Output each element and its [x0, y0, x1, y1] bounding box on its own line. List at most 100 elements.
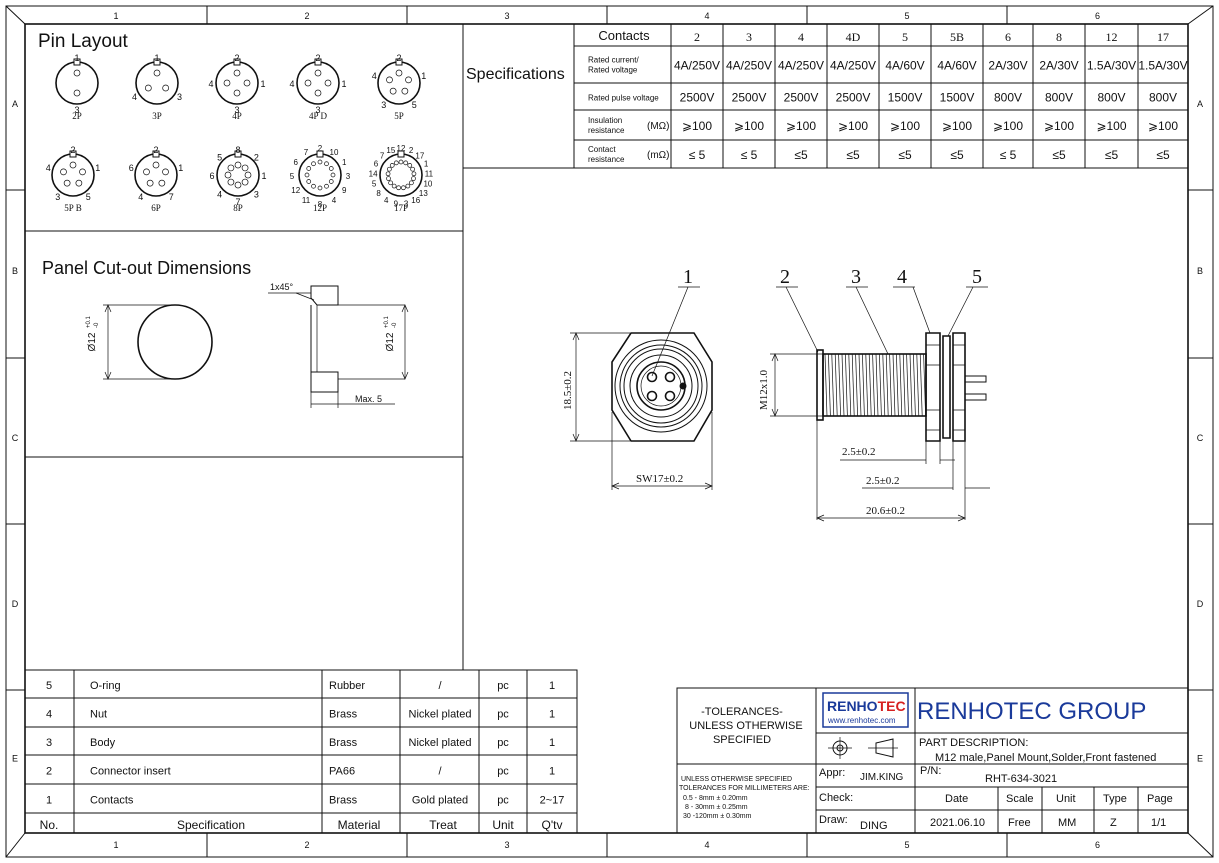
callout-3: 3 [851, 266, 861, 288]
approved-label: Appr: [819, 767, 845, 779]
tol-range-3: 30 -120mm ± 0.30mm [683, 813, 752, 820]
panel-section-view: 1x45° Max. 5 Ø12 +0.1 -0 [268, 282, 409, 408]
callout-5: 5 [972, 266, 982, 288]
pin-number: 1 [421, 71, 426, 81]
pin-layout-label: 12P [313, 203, 327, 213]
row-letter-left: E [12, 754, 18, 764]
pin-number: 10 [330, 148, 339, 157]
max-thickness-label: Max. 5 [355, 394, 382, 404]
svg-text:Unit: Unit [1056, 793, 1076, 805]
column-number-bottom: 6 [1095, 840, 1100, 850]
pin-number: 12 [397, 144, 406, 153]
tol-range-1: 0.5 - 8mm ± 0.20mm [683, 795, 748, 802]
pin-number: 3 [381, 100, 386, 110]
column-number-bottom: 3 [504, 840, 509, 850]
pin-number: 6 [129, 163, 134, 173]
spec-contact-count: 4D [846, 30, 861, 44]
pin-number: 2 [315, 53, 320, 63]
thread-dimension: M12x1.0 [758, 369, 770, 410]
spec-cell: 1.5A/30V [1087, 59, 1136, 73]
pin-number: 3 [74, 105, 79, 115]
svg-text:1: 1 [549, 737, 555, 749]
callout-2: 2 [780, 266, 790, 288]
svg-text:2~17: 2~17 [540, 795, 565, 807]
spec-contact-count: 5B [950, 30, 964, 44]
tol-heading-2: UNLESS OTHERWISE [689, 720, 803, 732]
pin-number: 3 [177, 92, 182, 102]
spec-cell: ⩾100 [993, 119, 1023, 133]
pin-number: 1 [95, 163, 100, 173]
spec-cell: 4A/60V [885, 59, 924, 73]
svg-text:Rubber: Rubber [329, 680, 365, 692]
pin-layout-label: 4P [232, 111, 242, 121]
svg-text:pc: pc [497, 795, 509, 807]
row-letter-left: C [12, 433, 19, 443]
row-letter-left: D [12, 599, 19, 609]
spec-contact-count: 2 [694, 30, 700, 44]
bom-header: Material [338, 818, 381, 832]
bom-header: No. [40, 818, 59, 832]
svg-text:-0: -0 [392, 322, 398, 328]
spec-contact-count: 4 [798, 30, 804, 44]
column-number-top: 1 [113, 11, 118, 21]
projection-symbol [828, 737, 898, 759]
svg-text:/: / [438, 766, 442, 778]
page-value: 1/1 [1151, 817, 1166, 829]
column-number-bottom: 4 [704, 840, 709, 850]
approved-by: JIM.KING [860, 772, 904, 783]
tol-heading-3: SPECIFIED [713, 734, 771, 746]
pin-number: 8 [376, 189, 381, 198]
callout-1: 1 [683, 266, 693, 288]
pin-number: 4 [46, 163, 51, 173]
part-callouts: 1 2 3 4 5 [651, 266, 988, 377]
svg-text:Scale: Scale [1006, 793, 1034, 805]
spec-header-contacts: Contacts [598, 28, 650, 43]
part-number: RHT-634-3021 [985, 773, 1057, 785]
spec-cell: 2500V [732, 91, 767, 105]
spec-cell: ⩾100 [890, 119, 920, 133]
row-letter-left: A [12, 99, 18, 109]
pin-number: 4 [132, 92, 137, 102]
row-letter-right: C [1197, 433, 1204, 443]
spec-cell: ⩾100 [838, 119, 868, 133]
pin-number: 7 [169, 192, 174, 202]
pin-number: 3 [346, 172, 351, 181]
pin-number: 6 [294, 158, 299, 167]
svg-text:Body: Body [90, 737, 116, 749]
pin-number: 4 [372, 71, 377, 81]
svg-text:Ø12: Ø12 [385, 332, 396, 351]
spec-cell: 800V [1149, 91, 1177, 105]
tol-heading-1: -TOLERANCES- [701, 706, 783, 718]
svg-text:Date: Date [945, 793, 968, 805]
pin-layout-label: 5P B [64, 203, 81, 213]
company-name: RENHOTEC GROUP [917, 698, 1146, 725]
column-number-top: 2 [304, 11, 309, 21]
pin-number: 8 [318, 200, 323, 209]
pin-number: 17 [415, 151, 424, 160]
part-number-label: P/N: [920, 765, 941, 777]
panel-hole-circle [137, 304, 213, 380]
svg-text:Contacts: Contacts [90, 795, 134, 807]
pin-number: 2 [153, 145, 158, 155]
specifications-title: Specifications [466, 66, 565, 83]
title-block: RENHOTEC www.renhotec.com RENHOTEC GROUP… [815, 687, 1189, 834]
pin-number: 2 [234, 53, 239, 63]
pin-number: 5 [290, 172, 295, 181]
row-letter-left: B [12, 266, 18, 276]
pin-number: 4 [384, 196, 389, 205]
svg-text:-0: -0 [94, 322, 100, 328]
column-number-bottom: 1 [113, 840, 118, 850]
spec-cell: 2A/30V [988, 59, 1027, 73]
svg-text:Ø12: Ø12 [87, 332, 98, 351]
bom-header: Q'tv [542, 818, 563, 832]
svg-text:PA66: PA66 [329, 766, 355, 778]
svg-text:Gold plated: Gold plated [412, 795, 468, 807]
callout-4: 4 [897, 266, 907, 288]
spec-row-unit: (mΩ) [647, 150, 669, 161]
